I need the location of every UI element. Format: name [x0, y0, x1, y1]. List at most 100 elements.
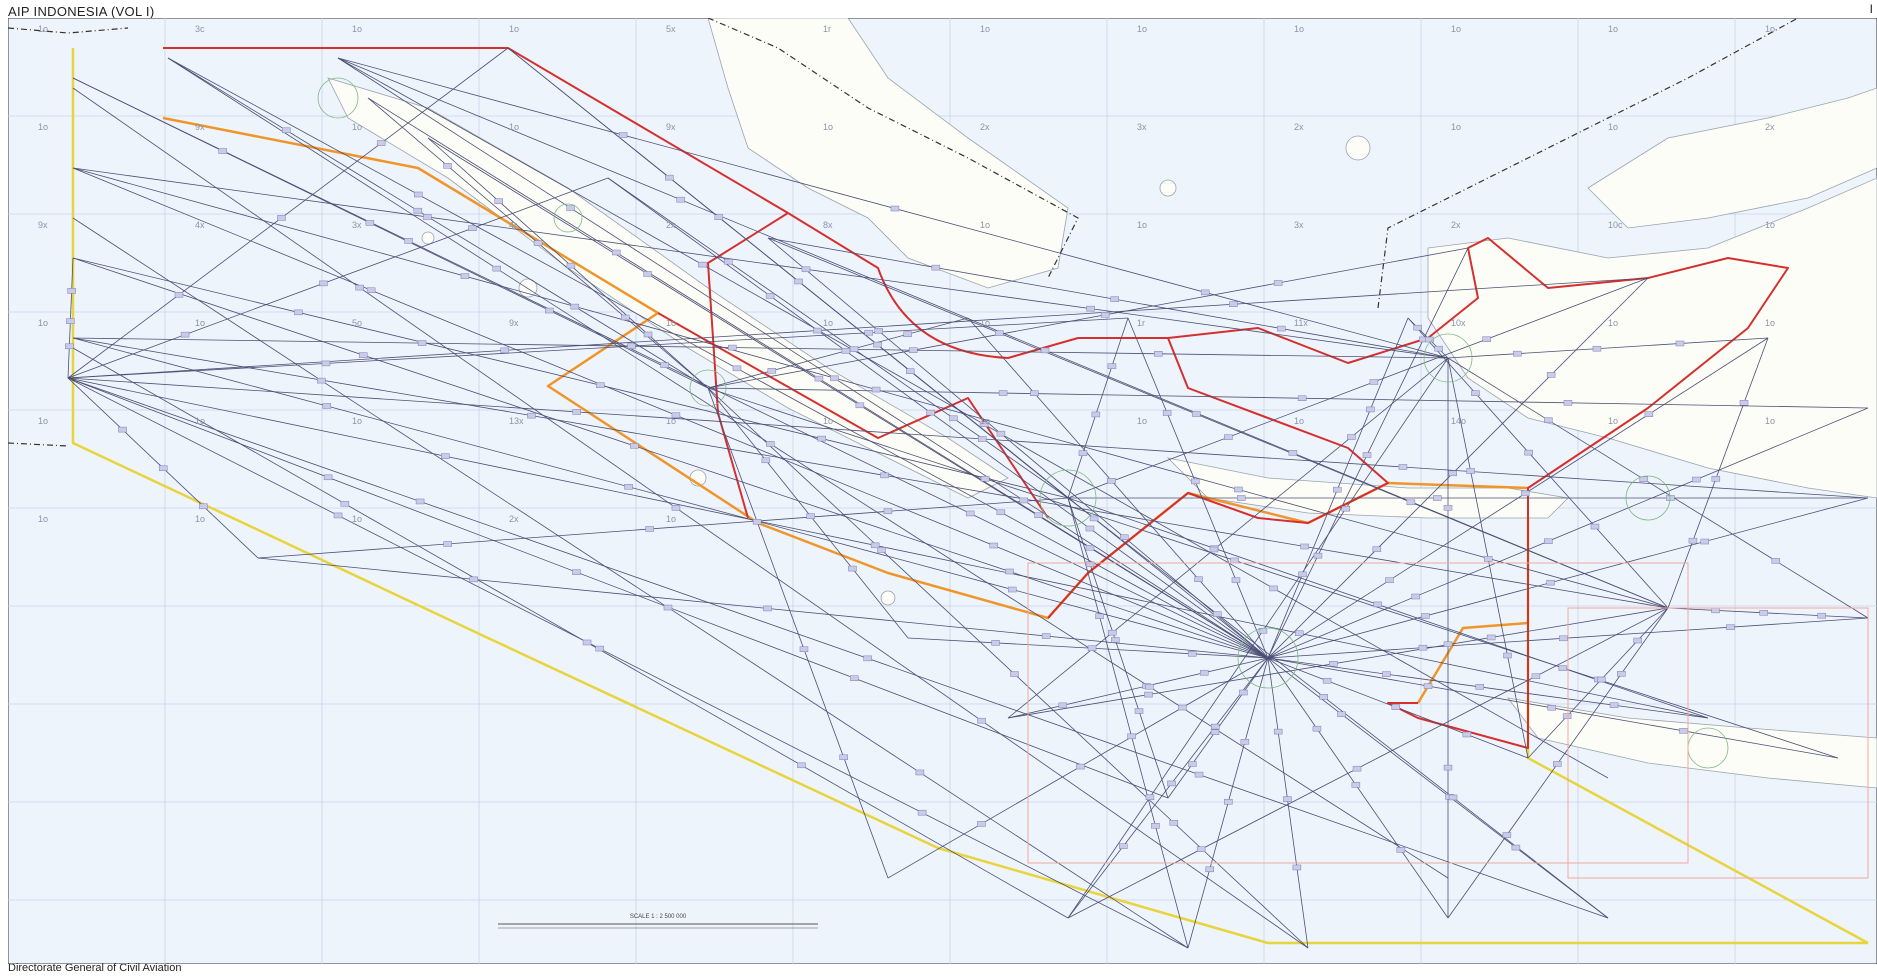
- route-label-box: [1188, 761, 1197, 767]
- route-segment: [72, 167, 1449, 359]
- route-segment: [72, 257, 1069, 499]
- route-label-box: [1372, 546, 1382, 552]
- grid-label: 1o: [823, 318, 833, 328]
- grid-label: 1o: [1765, 416, 1775, 426]
- route-label-box: [1041, 633, 1051, 639]
- grid-label: 1o: [1294, 24, 1304, 34]
- route-label-box: [883, 508, 893, 515]
- grid-label: 14o: [1451, 416, 1466, 426]
- route-label-box: [294, 309, 303, 316]
- route-label-box: [1373, 601, 1382, 608]
- route-label-box: [1191, 411, 1201, 417]
- route-label-box: [1277, 325, 1286, 332]
- route-label-box: [1058, 702, 1068, 709]
- route-label-box: [841, 348, 851, 354]
- route-segment: [707, 387, 1869, 409]
- route-label-box: [180, 331, 190, 338]
- route-label-box: [1700, 538, 1709, 545]
- route-label-box: [1617, 671, 1626, 677]
- route-label-box: [1739, 399, 1749, 406]
- route-label-box: [492, 265, 501, 272]
- route-segment: [167, 57, 1449, 879]
- route-segment: [337, 57, 1609, 779]
- route-label-box: [660, 362, 669, 368]
- route-label-box: [1333, 486, 1342, 493]
- route-label-box: [1520, 490, 1530, 497]
- route-label-box: [340, 500, 350, 507]
- route-segment: [67, 317, 1129, 379]
- grid-label: 1o: [980, 416, 990, 426]
- route-segment: [1007, 607, 1669, 719]
- route-label-box: [1546, 372, 1556, 378]
- fir-boundary-red: [163, 47, 1789, 749]
- route-label-box: [627, 343, 636, 349]
- route-label-box: [1213, 611, 1222, 617]
- border-west: [8, 27, 129, 34]
- grid-label: 3x: [1137, 122, 1147, 132]
- land-java-west: [1166, 457, 1569, 519]
- route-label-box: [1590, 523, 1600, 530]
- route-label-box: [880, 472, 889, 479]
- route-segment: [1067, 317, 1129, 499]
- route-segment: [67, 377, 1709, 719]
- land-sumatra-north: [707, 18, 1069, 289]
- grid-label: 9x: [509, 318, 519, 328]
- terminal-area-circle: [553, 203, 583, 233]
- route-label-box: [621, 314, 630, 321]
- route-segment: [707, 387, 909, 639]
- route-label-box: [1312, 725, 1322, 732]
- route-label-box: [915, 769, 925, 776]
- route-label-box: [1040, 347, 1050, 354]
- route-label-box: [1352, 765, 1362, 772]
- route-label-box: [1095, 613, 1104, 620]
- route-label-box: [996, 430, 1006, 437]
- route-label-box: [1085, 561, 1095, 568]
- route-label-box: [1771, 558, 1781, 564]
- route-label-box: [317, 377, 326, 384]
- grid-label: 1o: [38, 122, 48, 132]
- route-segment: [1267, 657, 1709, 719]
- route-label-box: [714, 214, 724, 220]
- route-segment: [607, 177, 1069, 499]
- route-label-box: [995, 330, 1004, 336]
- route-segment: [1267, 497, 1869, 659]
- route-label-box: [1239, 689, 1248, 696]
- grid-label: 1o: [980, 318, 990, 328]
- route-segment: [72, 77, 1269, 659]
- route-segment: [257, 497, 1069, 559]
- route-label-box: [468, 225, 477, 231]
- grid-label: 1o: [1765, 220, 1775, 230]
- route-label-box: [1385, 577, 1394, 583]
- route-label-box: [1169, 820, 1179, 826]
- route-label-box: [1273, 280, 1283, 286]
- route-segment: [72, 167, 1669, 609]
- border-northeast: [1377, 18, 1799, 309]
- grid-label: 3c: [195, 24, 205, 34]
- route-segment: [707, 387, 1309, 949]
- grid-label: 1o: [666, 514, 676, 524]
- route-label-box: [1194, 576, 1203, 582]
- grid-label: 1o: [352, 122, 362, 132]
- route-label-box: [358, 352, 368, 358]
- route-label-box: [355, 284, 364, 291]
- grid-label: 4r: [509, 220, 517, 230]
- route-label-box: [1553, 761, 1562, 767]
- route-label-box: [1167, 780, 1176, 787]
- border-west-lower: [8, 442, 69, 447]
- route-label-box: [1471, 390, 1480, 396]
- route-label-box: [1418, 644, 1428, 651]
- route-label-box: [665, 174, 674, 181]
- route-label-box: [158, 465, 168, 471]
- route-label-box: [1511, 844, 1521, 851]
- route-label-box: [494, 198, 503, 204]
- route-label-box: [1329, 661, 1338, 667]
- route-label-box: [1151, 823, 1160, 829]
- route-label-box: [624, 484, 633, 490]
- route-label-box: [1562, 713, 1572, 719]
- route-label-box: [1100, 312, 1110, 318]
- route-segment: [72, 167, 1269, 659]
- route-label-box: [618, 132, 628, 138]
- route-segment: [1267, 657, 1449, 919]
- route-label-box: [1434, 345, 1443, 352]
